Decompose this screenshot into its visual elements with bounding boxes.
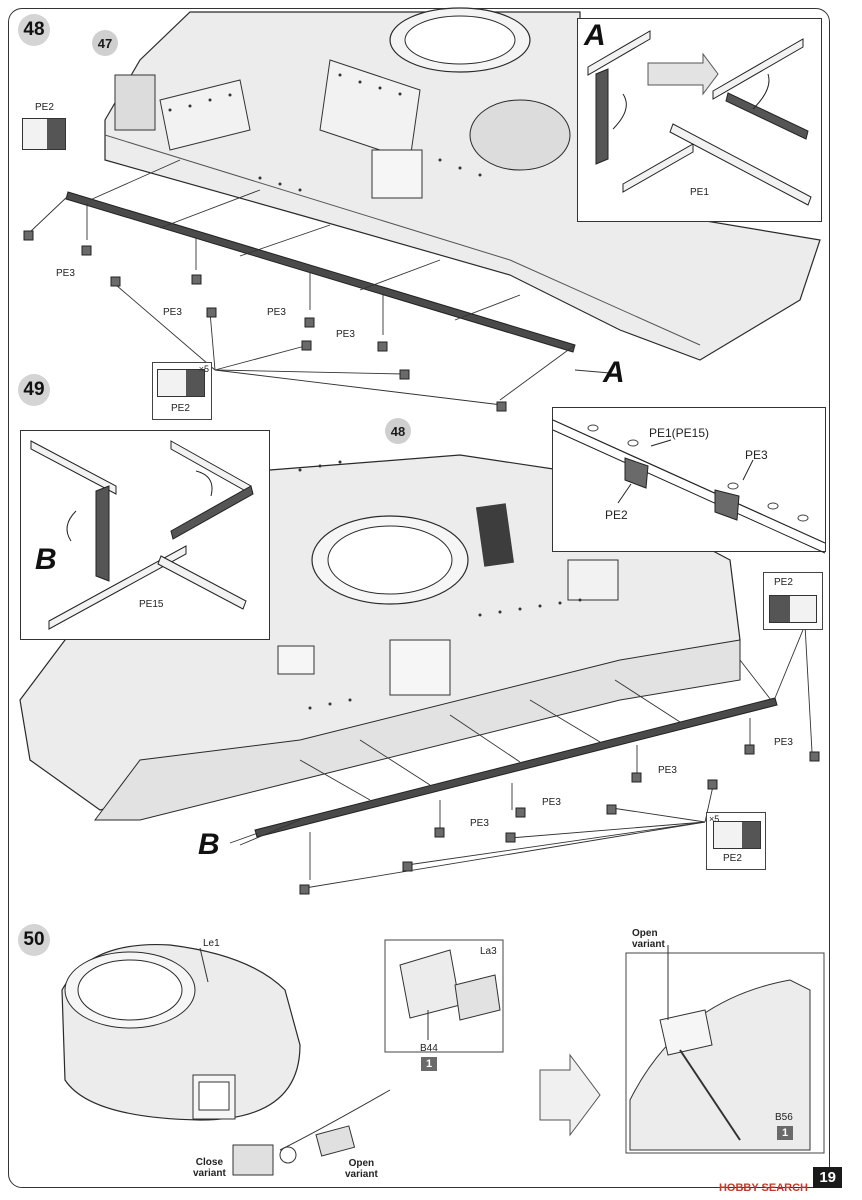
step49-reference-letter-b: B (198, 828, 220, 861)
step-number-49: 49 (18, 374, 50, 406)
la3-label: La3 (480, 946, 497, 957)
inset-letter-b: B (35, 543, 57, 576)
detail-pe3-label: PE3 (745, 448, 768, 462)
pe3-label-49-1: PE3 (774, 737, 793, 748)
detail-pe1-pe15-label: PE1(PE15) (649, 426, 710, 440)
pe3-label-2: PE3 (163, 307, 182, 318)
step48-reference-letter-a: A (603, 356, 625, 389)
step49-detail-rail-zoom: PE1(PE15) PE3 PE2 (552, 407, 826, 554)
pe2-callout-box-step48: ×5 PE2 (152, 362, 212, 420)
pe3-label-49-2: PE3 (658, 765, 677, 776)
inset-pe15-label: PE15 (139, 599, 164, 610)
watermark: HOBBY SEARCH (718, 1182, 808, 1194)
close-variant-label: Close variant (193, 1157, 226, 1179)
callout-pe2-top-label: PE2 (774, 577, 793, 588)
pe3-label-3: PE3 (267, 307, 286, 318)
pe2-callout-box-step49-bottom: ×5 PE2 (706, 812, 766, 870)
pe2-label-step48: PE2 (35, 102, 54, 113)
reference-step-48-badge: 48 (385, 418, 411, 444)
pe3-label-1: PE3 (56, 268, 75, 279)
pe2-part-thumbnail (22, 118, 66, 150)
inset-letter-a: A (584, 19, 606, 52)
page-number: 19 (813, 1167, 842, 1188)
pe3-label-49-4: PE3 (470, 818, 489, 829)
b56-label: B56 (775, 1112, 793, 1123)
b44-label: B44 (420, 1043, 438, 1054)
le1-label: Le1 (203, 938, 220, 949)
open-variant-label-bottom: Open variant (345, 1158, 378, 1180)
reference-step-47-badge: 47 (92, 30, 118, 56)
pe3-label-49-3: PE3 (542, 797, 561, 808)
quantity-label: ×5 (198, 364, 209, 374)
quantity-label-49: ×5 (709, 814, 720, 824)
step-number-50: 50 (18, 924, 50, 956)
pe3-label-4: PE3 (336, 329, 355, 340)
b56-sprue-number: 1 (777, 1126, 793, 1140)
pe2-callout-box-step49-top: PE2 (763, 572, 823, 630)
b44-sprue-number: 1 (421, 1057, 437, 1071)
step49-detail-inset-b: B PE15 (20, 430, 270, 640)
step48-hull-illustration (23, 7, 821, 412)
open-variant-label-top: Open variant (632, 928, 665, 950)
inset-pe1-label: PE1 (690, 187, 709, 198)
instruction-page (8, 8, 830, 1188)
detail-pe2-label: PE2 (605, 508, 628, 522)
callout-pe2-label: PE2 (171, 403, 190, 414)
step48-detail-inset-a: A PE1 (577, 18, 822, 222)
step-number-48: 48 (18, 14, 50, 46)
callout-pe2-bottom-label: PE2 (723, 853, 742, 864)
